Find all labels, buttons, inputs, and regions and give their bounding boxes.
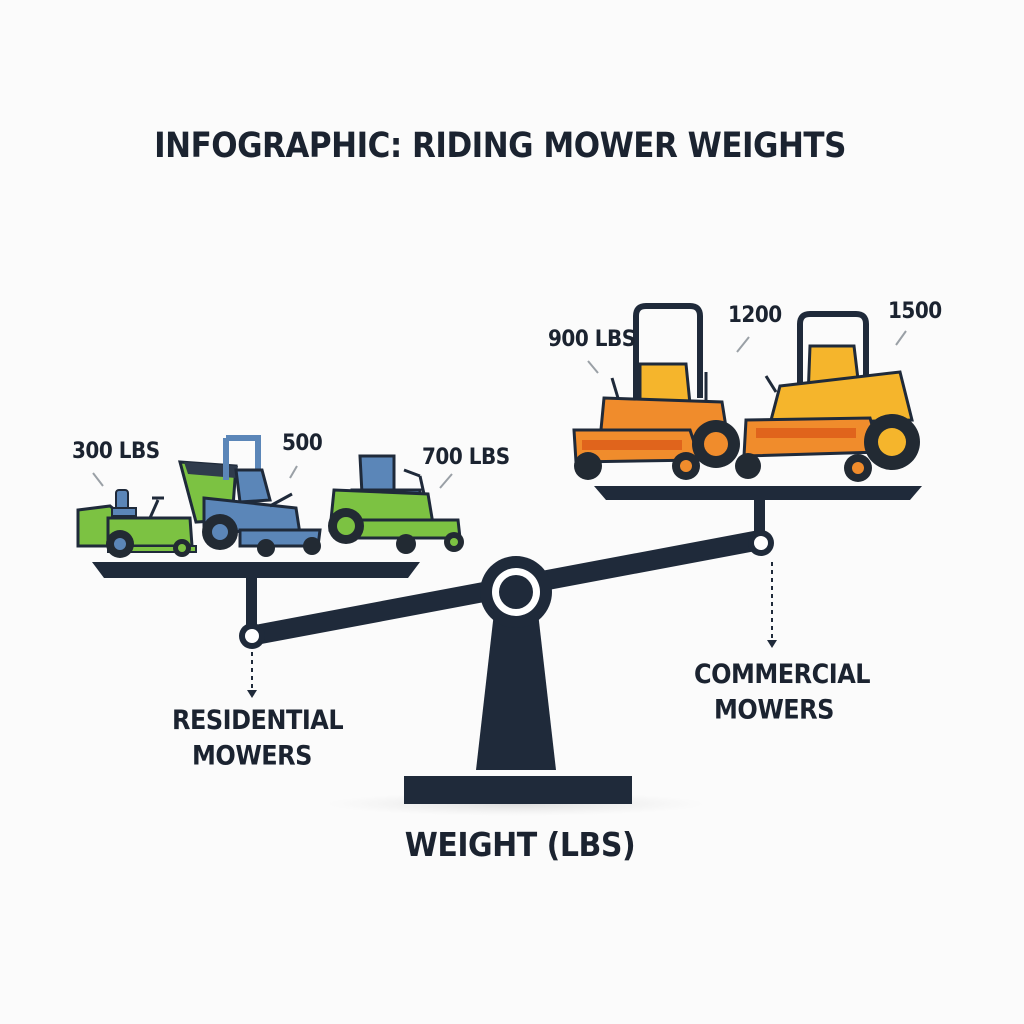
left-hanger [239,574,265,649]
down-arrow-icon [251,562,773,690]
page-title: INFOGRAPHIC: RIDING MOWER WEIGHTS [154,125,846,167]
weight-label: 700 LBS [422,442,510,470]
group-label-line: COMMERCIAL [694,659,871,690]
weight-label: 500 [282,428,323,456]
axis-label: WEIGHT (LBS) [404,826,636,865]
riding-mower-icon [735,311,920,482]
group-label-line: MOWERS [714,694,834,725]
weight-label: 300 LBS [72,436,160,464]
weight-label: 1500 [888,296,942,324]
weight-label: 900 LBS [548,324,636,352]
group-label-line: MOWERS [192,740,312,771]
riding-mower-icon [76,489,197,558]
riding-mower-icon [328,454,464,554]
riding-mower-icon [178,435,322,557]
riding-mower-icon [572,303,740,480]
residential-pan [92,562,420,578]
down-arrow-icon [247,640,777,698]
pivot-icon [480,556,552,628]
down-arrow-icon [92,330,907,489]
group-label-line: RESIDENTIAL [172,705,344,736]
right-hanger [748,497,774,556]
weight-label: 1200 [728,300,782,328]
commercial-group-label: COMMERCIAL MOWERS [694,657,871,727]
residential-group-label: RESIDENTIAL MOWERS [172,703,344,773]
commercial-pan [594,486,922,500]
